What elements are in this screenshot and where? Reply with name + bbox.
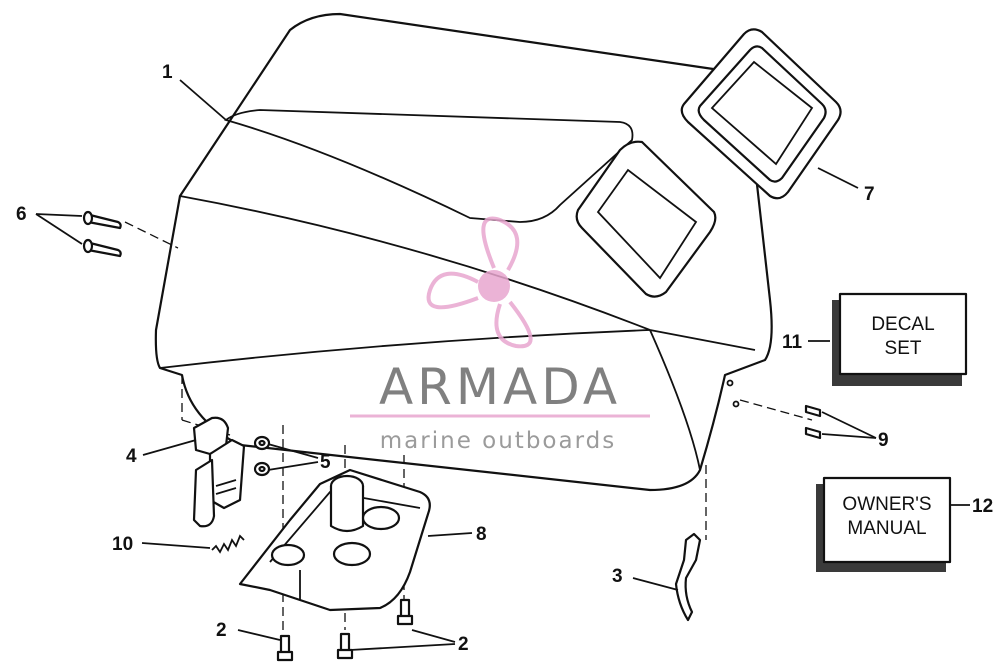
callout-1: 1: [162, 62, 173, 83]
decal-set-line1: DECAL: [871, 314, 934, 335]
callout-2-right: 2: [458, 634, 469, 655]
callout-8: 8: [476, 524, 487, 545]
latch: [192, 416, 246, 528]
callout-3: 3: [612, 566, 623, 587]
owners-manual-line2: MANUAL: [847, 518, 926, 539]
callout-9: 9: [878, 430, 889, 451]
washers: [253, 435, 271, 477]
window-seal: [680, 28, 842, 200]
spring: [211, 534, 245, 554]
owners-manual-line1: OWNER'S: [842, 494, 931, 515]
callout-7: 7: [864, 184, 875, 205]
decal-set-box: [832, 292, 968, 386]
screws: [276, 598, 414, 662]
watermark-brand: ARMADA: [379, 358, 621, 416]
owners-manual-box: [816, 476, 952, 572]
callout-12: 12: [972, 496, 993, 517]
cover-bracket: [238, 468, 431, 612]
callout-11: 11: [782, 332, 803, 353]
armada-watermark: ARMADA marine outboards: [350, 216, 650, 454]
pins: [82, 210, 122, 258]
callout-6: 6: [16, 204, 27, 225]
hook-bracket: [674, 532, 702, 622]
engine-cover: [154, 12, 773, 492]
leader-lines: [35, 79, 970, 651]
callout-5: 5: [320, 452, 331, 473]
propeller-logo-icon: [426, 216, 533, 349]
callout-2-left: 2: [216, 620, 227, 641]
callout-10: 10: [112, 534, 133, 555]
decal-set-line2: SET: [885, 338, 922, 359]
watermark-tagline: marine outboards: [380, 428, 616, 454]
callout-labels: 1 6 4 5 10 8 2 2 3 9 7 11 12: [16, 62, 993, 655]
callout-4: 4: [126, 446, 137, 467]
small-screws: [804, 404, 822, 440]
